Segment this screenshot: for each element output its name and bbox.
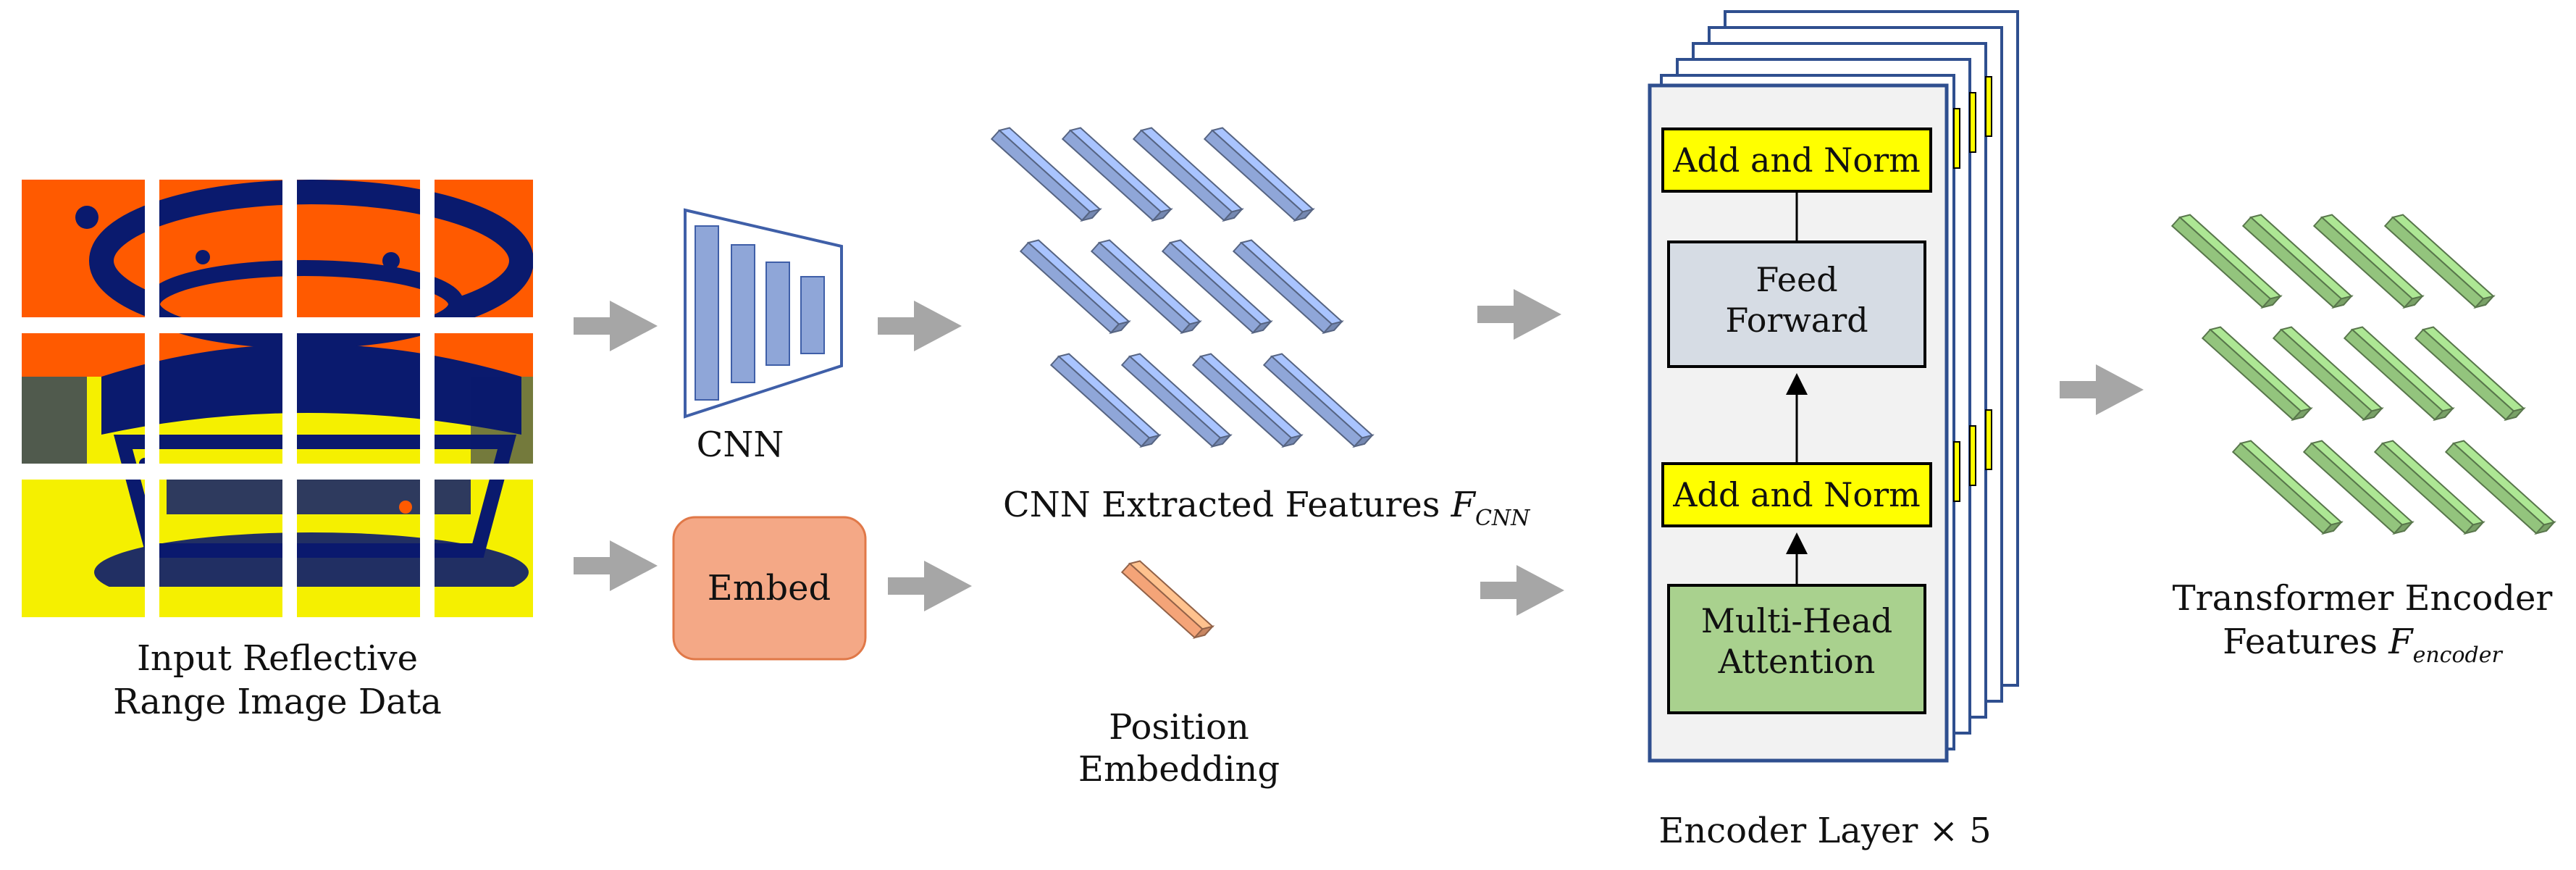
transformer-feature-token bbox=[2444, 440, 2556, 535]
transformer-feature-token bbox=[2272, 326, 2384, 422]
arrow-image-to-embed bbox=[574, 540, 658, 591]
transformer-feature-token bbox=[2373, 440, 2485, 535]
cnn-block bbox=[684, 208, 843, 419]
arrow-image-to-cnn bbox=[574, 301, 658, 351]
input-range-image bbox=[18, 174, 537, 623]
transformer-feature-tokens bbox=[2170, 214, 2556, 535]
cnn-feature-tokens bbox=[990, 127, 1375, 448]
cnn-feature-token bbox=[1232, 239, 1344, 335]
cnn-feature-token bbox=[1061, 127, 1173, 222]
add-norm-bottom-label: Add and Norm bbox=[1672, 475, 1920, 514]
transformer-feature-token bbox=[2414, 326, 2526, 422]
embed-box bbox=[672, 516, 867, 661]
position-embedding-token bbox=[1120, 560, 1215, 639]
arrow-features-to-encoder bbox=[1477, 289, 1561, 340]
mha-label-line1: Multi-Head bbox=[1701, 601, 1892, 640]
arrow-cnn-to-features bbox=[878, 301, 962, 351]
flow-arrows bbox=[574, 289, 2144, 616]
transformer-label-line1: Transformer Encoder bbox=[2173, 578, 2553, 619]
position-token bbox=[1120, 560, 1215, 639]
encoder-layer-label: Encoder Layer × 5 bbox=[1658, 811, 1991, 851]
cnn-feature-token bbox=[1090, 239, 1202, 335]
transformer-label-line2: Features Fencoder bbox=[2223, 622, 2503, 668]
cnn-feature-token bbox=[990, 127, 1102, 222]
input-label-line2: Range Image Data bbox=[113, 682, 442, 722]
cnn-feature-token bbox=[1203, 127, 1315, 222]
input-label-line1: Input Reflective bbox=[137, 638, 418, 679]
cnn-feature-token bbox=[1132, 127, 1244, 222]
transformer-feature-token bbox=[2170, 214, 2283, 309]
add-norm-top-label: Add and Norm bbox=[1672, 141, 1920, 180]
cnn-feature-token bbox=[1019, 239, 1131, 335]
cnn-feature-token bbox=[1120, 353, 1233, 448]
mha-label-line2: Attention bbox=[1718, 642, 1876, 681]
cnn-feature-token bbox=[1161, 239, 1273, 335]
transformer-feature-token bbox=[2312, 214, 2425, 309]
transformer-feature-token bbox=[2241, 214, 2354, 309]
cnn-feature-token bbox=[1191, 353, 1304, 448]
cnn-label: CNN bbox=[697, 424, 784, 465]
cnn-feature-token bbox=[1262, 353, 1375, 448]
feed-forward-label-line2: Forward bbox=[1725, 301, 1868, 340]
transformer-feature-token bbox=[2231, 440, 2344, 535]
cnn-feature-token bbox=[1049, 353, 1162, 448]
feed-forward-box bbox=[1667, 240, 1926, 368]
embed-label: Embed bbox=[708, 568, 831, 608]
add-norm-bottom-box bbox=[1661, 462, 1932, 527]
arrow-encoder-to-output bbox=[2060, 364, 2144, 415]
position-label-line1: Position bbox=[1109, 707, 1249, 748]
arrow-embed-to-position bbox=[888, 561, 972, 611]
transformer-feature-token bbox=[2383, 214, 2496, 309]
transformer-feature-token bbox=[2201, 326, 2313, 422]
arrow-position-to-encoder bbox=[1480, 565, 1564, 616]
multi-head-attention-box bbox=[1667, 584, 1926, 714]
position-label-line2: Embedding bbox=[1078, 749, 1280, 790]
transformer-feature-token bbox=[2302, 440, 2415, 535]
feed-forward-label-line1: Feed bbox=[1755, 260, 1837, 299]
transformer-feature-token bbox=[2343, 326, 2455, 422]
cnn-features-label: CNN Extracted Features FCNN bbox=[1003, 485, 1531, 531]
